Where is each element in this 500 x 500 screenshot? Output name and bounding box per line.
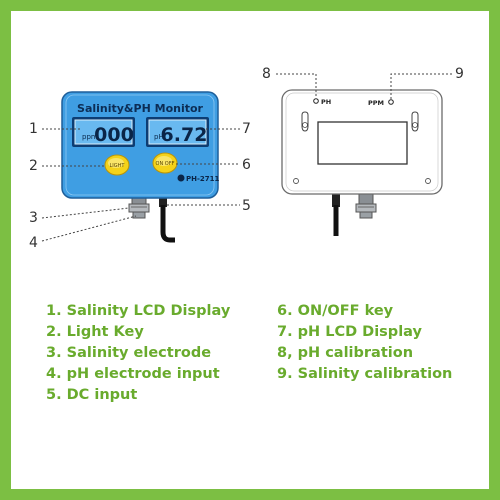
salinity-lcd-display: ppm 000: [72, 117, 135, 147]
legend-item: 4. pH electrode input: [46, 366, 220, 382]
callout-1: 1: [29, 121, 38, 137]
callout-2: 2: [29, 158, 38, 174]
light-key[interactable]: LIGHT: [104, 154, 130, 176]
callout-9: 9: [455, 66, 464, 82]
callout-8: 8: [262, 66, 271, 82]
rear-window-cutout: [317, 121, 408, 165]
legend-left: 1. Salinity LCD Display 2. Light Key 3. …: [46, 301, 230, 406]
ph-value: 6.72: [161, 124, 208, 146]
right-keyhole-mount: [411, 111, 419, 132]
back-device: PH PPM: [281, 89, 443, 236]
salinity-value: 000: [94, 124, 134, 146]
ppm-port-label: PPM: [368, 99, 384, 107]
ph-lcd-display: pH 6.72: [146, 117, 209, 147]
legend-item: 5. DC input: [46, 387, 138, 403]
callout-7: 7: [242, 121, 251, 137]
legend-right: 6. ON/OFF key 7. pH LCD Display 8, pH ca…: [277, 301, 452, 385]
legend-item: 7. pH LCD Display: [277, 324, 422, 340]
svg-text:ppm: ppm: [82, 133, 98, 141]
onoff-key[interactable]: ON OFF: [152, 152, 178, 174]
model-logo: PH-2711: [177, 174, 220, 183]
callouts: 1 2 3 4 5 6 7 8 9: [29, 66, 464, 251]
callout-5: 5: [242, 198, 251, 214]
dc-input-cable: [159, 193, 175, 243]
front-device: Salinity&PH Monitor ppm 000 pH 6.72 LIGH…: [61, 91, 220, 243]
device-title: Salinity&PH Monitor: [77, 102, 204, 115]
callout-4: 4: [29, 235, 38, 251]
svg-text:pH: pH: [154, 133, 164, 141]
legend-item: 6. ON/OFF key: [277, 303, 394, 319]
back-cable-left: [332, 193, 340, 236]
callout-3: 3: [29, 210, 38, 226]
legend-item: 9. Salinity calibration: [277, 366, 453, 382]
callout-6: 6: [242, 157, 251, 173]
ph-calibration-port[interactable]: [313, 98, 319, 104]
svg-text:ON OFF: ON OFF: [156, 161, 175, 167]
legend-item: 1. Salinity LCD Display: [46, 303, 231, 319]
legend-item: 8, pH calibration: [277, 345, 414, 361]
legend-item: 2. Light Key: [46, 324, 144, 340]
left-keyhole-mount: [301, 111, 309, 132]
svg-text:LIGHT: LIGHT: [110, 163, 126, 169]
legend-item: 3. Salinity electrode: [46, 345, 212, 361]
back-connector-right: [355, 192, 377, 219]
salinity-calibration-port[interactable]: [388, 99, 394, 105]
screw-icon: [293, 178, 299, 184]
ph-port-label: PH: [321, 98, 331, 106]
svg-text:PH-2711: PH-2711: [186, 175, 220, 183]
screw-icon: [425, 178, 431, 184]
